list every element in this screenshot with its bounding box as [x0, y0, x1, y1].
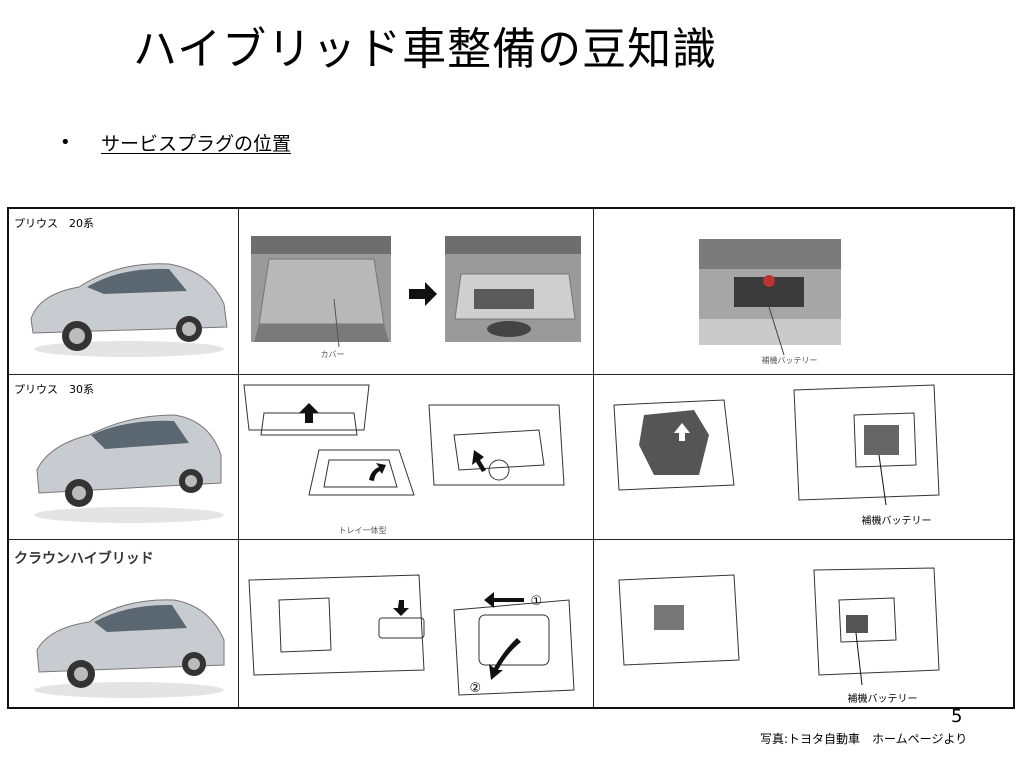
- cell-battery-crown: 補機バッテリー: [592, 538, 1015, 709]
- slide-title: ハイブリッド車整備の豆知識: [133, 24, 718, 75]
- battery-photo-prius-20: [698, 239, 841, 356]
- caption-aux-battery-prius-20: 補機バッテリー: [761, 356, 818, 365]
- table-row-crown-hybrid: クラウンハイブリッド: [7, 538, 1015, 709]
- car-image-prius-30: [34, 413, 224, 523]
- cell-step-crown: ① ②: [237, 538, 594, 709]
- car-label-prius-30: プリウス 30系: [14, 382, 94, 396]
- page-number: 5: [951, 706, 963, 727]
- table-row-prius-30: プリウス 30系: [7, 373, 1015, 540]
- cell-car-prius-20: プリウス 20系: [7, 207, 239, 375]
- bullet-text: サービスプラグの位置: [101, 133, 292, 155]
- caption-cover: カバー: [320, 350, 345, 359]
- caption-aux-battery-prius-30: 補機バッテリー: [861, 515, 932, 527]
- service-plug-table: プリウス 20系: [7, 207, 1015, 709]
- trunk-photos-prius-20: [250, 236, 581, 348]
- step-marker-1: ①: [530, 593, 543, 609]
- car-image-prius-20: [30, 263, 228, 357]
- cell-battery-prius-20: 補機バッテリー: [592, 207, 1015, 375]
- cell-car-crown: クラウンハイブリッド: [7, 538, 239, 709]
- bullet-dot: •: [60, 132, 71, 153]
- cell-step-prius-20: カバー: [237, 207, 594, 375]
- car-label-prius-20: プリウス 20系: [14, 217, 94, 230]
- step-marker-2: ②: [469, 680, 482, 696]
- table-row-prius-20: プリウス 20系: [7, 207, 1015, 375]
- cell-step-prius-30: トレイ一体型: [237, 373, 594, 540]
- battery-drawings-prius-30: [612, 383, 940, 505]
- trunk-drawings-crown: [247, 573, 575, 696]
- car-image-crown: [34, 598, 225, 698]
- car-label-crown: クラウンハイブリッド: [14, 550, 154, 567]
- cell-battery-prius-30: 補機バッテリー: [592, 373, 1015, 540]
- battery-drawings-crown: [617, 566, 940, 685]
- caption-tray-integrated: トレイ一体型: [338, 525, 387, 535]
- photo-credit: 写真:トヨタ自動車 ホームページより: [760, 732, 968, 746]
- cell-car-prius-30: プリウス 30系: [7, 373, 239, 540]
- trunk-drawings-prius-30: [242, 384, 565, 495]
- caption-aux-battery-crown: 補機バッテリー: [847, 693, 918, 705]
